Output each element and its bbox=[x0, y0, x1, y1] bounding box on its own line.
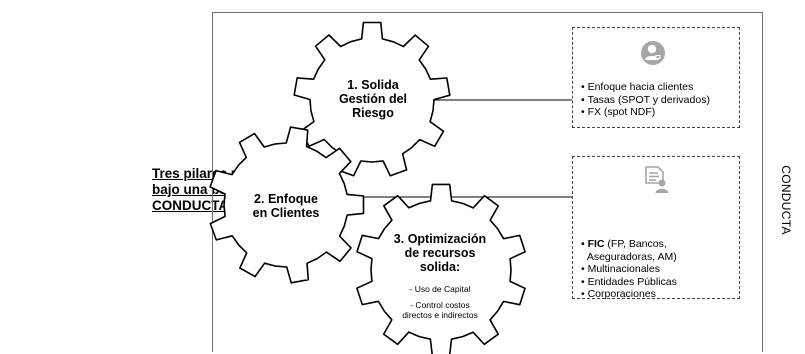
gear-1-title-line-3: Riesgo bbox=[352, 106, 394, 120]
pillars-title-line-3: CONDUCTA bbox=[152, 198, 229, 213]
gear-1-risk bbox=[293, 21, 451, 177]
gear-3-title-line-3: solida: bbox=[419, 260, 461, 274]
gear-3-title: 3. Optimización de recursos solida: bbox=[380, 232, 500, 274]
gear-1-title-line-1: 1. Solida bbox=[347, 78, 399, 92]
gear-3-resources bbox=[356, 183, 526, 354]
fic-label: FIC bbox=[587, 238, 605, 250]
client-focus-item-1: FIC (FP, Bancos, bbox=[581, 238, 677, 251]
gear-2-title-line-2: en Clientes bbox=[252, 206, 320, 220]
client-focus-item-4: Corporaciones bbox=[581, 288, 677, 301]
risk-focus-list: Enfoque hacia clientes Tasas (SPOT y der… bbox=[581, 81, 710, 119]
gear-3-title-line-1: 3. Optimización bbox=[393, 232, 487, 246]
gear-1-title-line-2: Gestión del bbox=[338, 92, 408, 106]
client-focus-item-2: Multinacionales bbox=[581, 263, 677, 276]
conduct-side-label: CONDUCTA bbox=[776, 140, 796, 260]
client-focus-list: FIC (FP, Bancos, Aseguradoras, AM) Multi… bbox=[581, 238, 677, 301]
client-focus-item-1-cont: Aseguradoras, AM) bbox=[586, 250, 677, 263]
risk-focus-item-1: Enfoque hacia clientes bbox=[581, 81, 710, 94]
gear-2-title-line-1: 2. Enfoque bbox=[254, 192, 318, 206]
gear-2-clients bbox=[209, 126, 365, 284]
risk-focus-item-2: Tasas (SPOT y derivados) bbox=[581, 94, 710, 107]
client-focus-item-3: Entidades Públicas bbox=[581, 276, 677, 289]
gear-1-title: 1. Solida Gestión del Riesgo bbox=[318, 78, 428, 120]
gear-3-detail-1: - Uso de Capital bbox=[409, 284, 471, 294]
conduct-side-label-text: CONDUCTA bbox=[779, 165, 793, 235]
risk-focus-item-3: FX (spot NDF) bbox=[581, 106, 710, 119]
risk-focus-box: Enfoque hacia clientes Tasas (SPOT y der… bbox=[572, 27, 740, 128]
gear-3-title-line-2: de recursos bbox=[404, 246, 476, 260]
gear-3-detail-2: - Control costos bbox=[410, 300, 470, 310]
gear-3-details: - Uso de Capital - Control costos direct… bbox=[380, 284, 500, 320]
fic-detail: (FP, Bancos, bbox=[604, 238, 667, 250]
client-focus-box: FIC (FP, Bancos, Aseguradoras, AM) Multi… bbox=[572, 156, 740, 301]
gear-2-title: 2. Enfoque en Clientes bbox=[236, 192, 336, 220]
person-icon bbox=[639, 39, 667, 72]
document-person-icon bbox=[643, 166, 669, 199]
gear-3-detail-3: directos e indirectos bbox=[402, 310, 478, 320]
